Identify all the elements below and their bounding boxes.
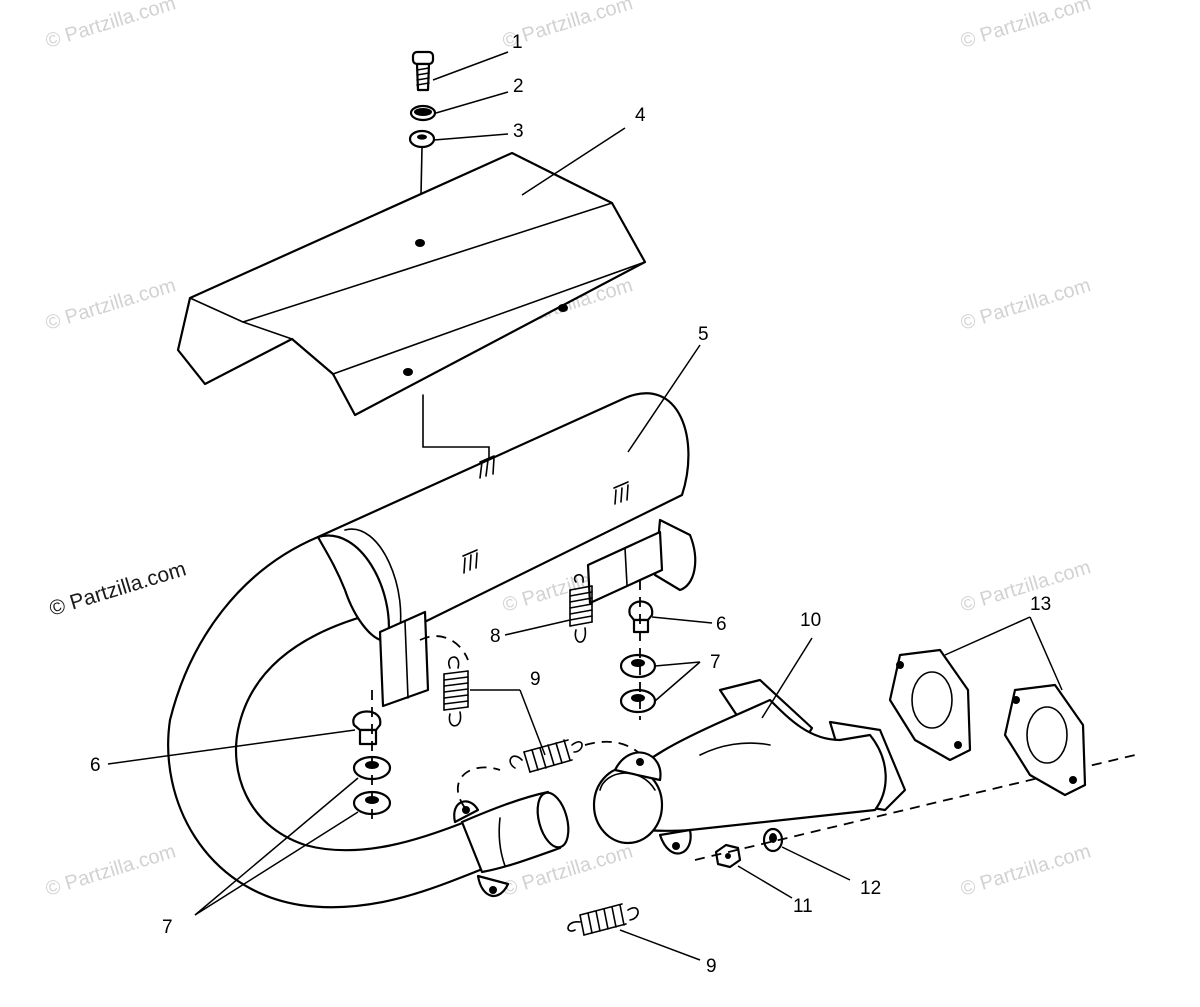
- callout-11: 11: [793, 896, 813, 917]
- exhaust-pipe: [167, 535, 570, 909]
- watermark: © Partzilla.com: [43, 274, 178, 334]
- grommet: [628, 600, 654, 634]
- callout-7: 7: [710, 652, 721, 673]
- watermark: © Partzilla.com: [958, 274, 1093, 334]
- flat-washer: [408, 129, 436, 149]
- gasket: [888, 648, 972, 762]
- callout-9: 9: [530, 669, 541, 690]
- callout-1: 1: [512, 32, 523, 53]
- muffler: [316, 392, 697, 708]
- nut: [714, 843, 742, 869]
- heat-shield: [176, 151, 647, 417]
- watermark: © Partzilla.com: [958, 556, 1093, 616]
- callout-13: 13: [1030, 594, 1051, 615]
- callout-3: 3: [513, 121, 524, 142]
- install-line: [457, 766, 501, 809]
- watermark: © Partzilla.com: [43, 840, 178, 900]
- spring: [509, 739, 583, 773]
- watermark: © Partzilla.com: [43, 0, 178, 53]
- callout-5: 5: [698, 324, 709, 345]
- watermark: © Partzilla.com: [47, 557, 189, 620]
- callout-6: 6: [716, 614, 727, 635]
- callout-8: 8: [490, 626, 501, 647]
- callout-12: 12: [860, 878, 881, 899]
- callout-6: 6: [90, 755, 101, 776]
- spring: [443, 656, 469, 727]
- callout-10: 10: [800, 610, 821, 631]
- callout-9: 9: [706, 956, 717, 977]
- exhaust-manifold: [592, 678, 907, 855]
- leader-lines: [107, 51, 1063, 961]
- callout-2: 2: [513, 76, 524, 97]
- install-line: [422, 394, 490, 467]
- callout-4: 4: [635, 105, 646, 126]
- grommet: [352, 710, 382, 746]
- install-line: [419, 635, 469, 661]
- watermark: © Partzilla.com: [958, 840, 1093, 900]
- bolt: [411, 50, 435, 92]
- callouts: 1 2 3 4 5 6 6 7 7 8 9 9 10 11 12 13: [90, 32, 1051, 977]
- lock-washer: [409, 104, 437, 122]
- flat-washer: [762, 827, 784, 853]
- washer: [619, 688, 657, 714]
- callout-7: 7: [162, 917, 173, 938]
- watermark: © Partzilla.com: [958, 0, 1093, 53]
- washer: [619, 653, 657, 679]
- gasket: [1003, 683, 1087, 797]
- spring: [567, 903, 639, 936]
